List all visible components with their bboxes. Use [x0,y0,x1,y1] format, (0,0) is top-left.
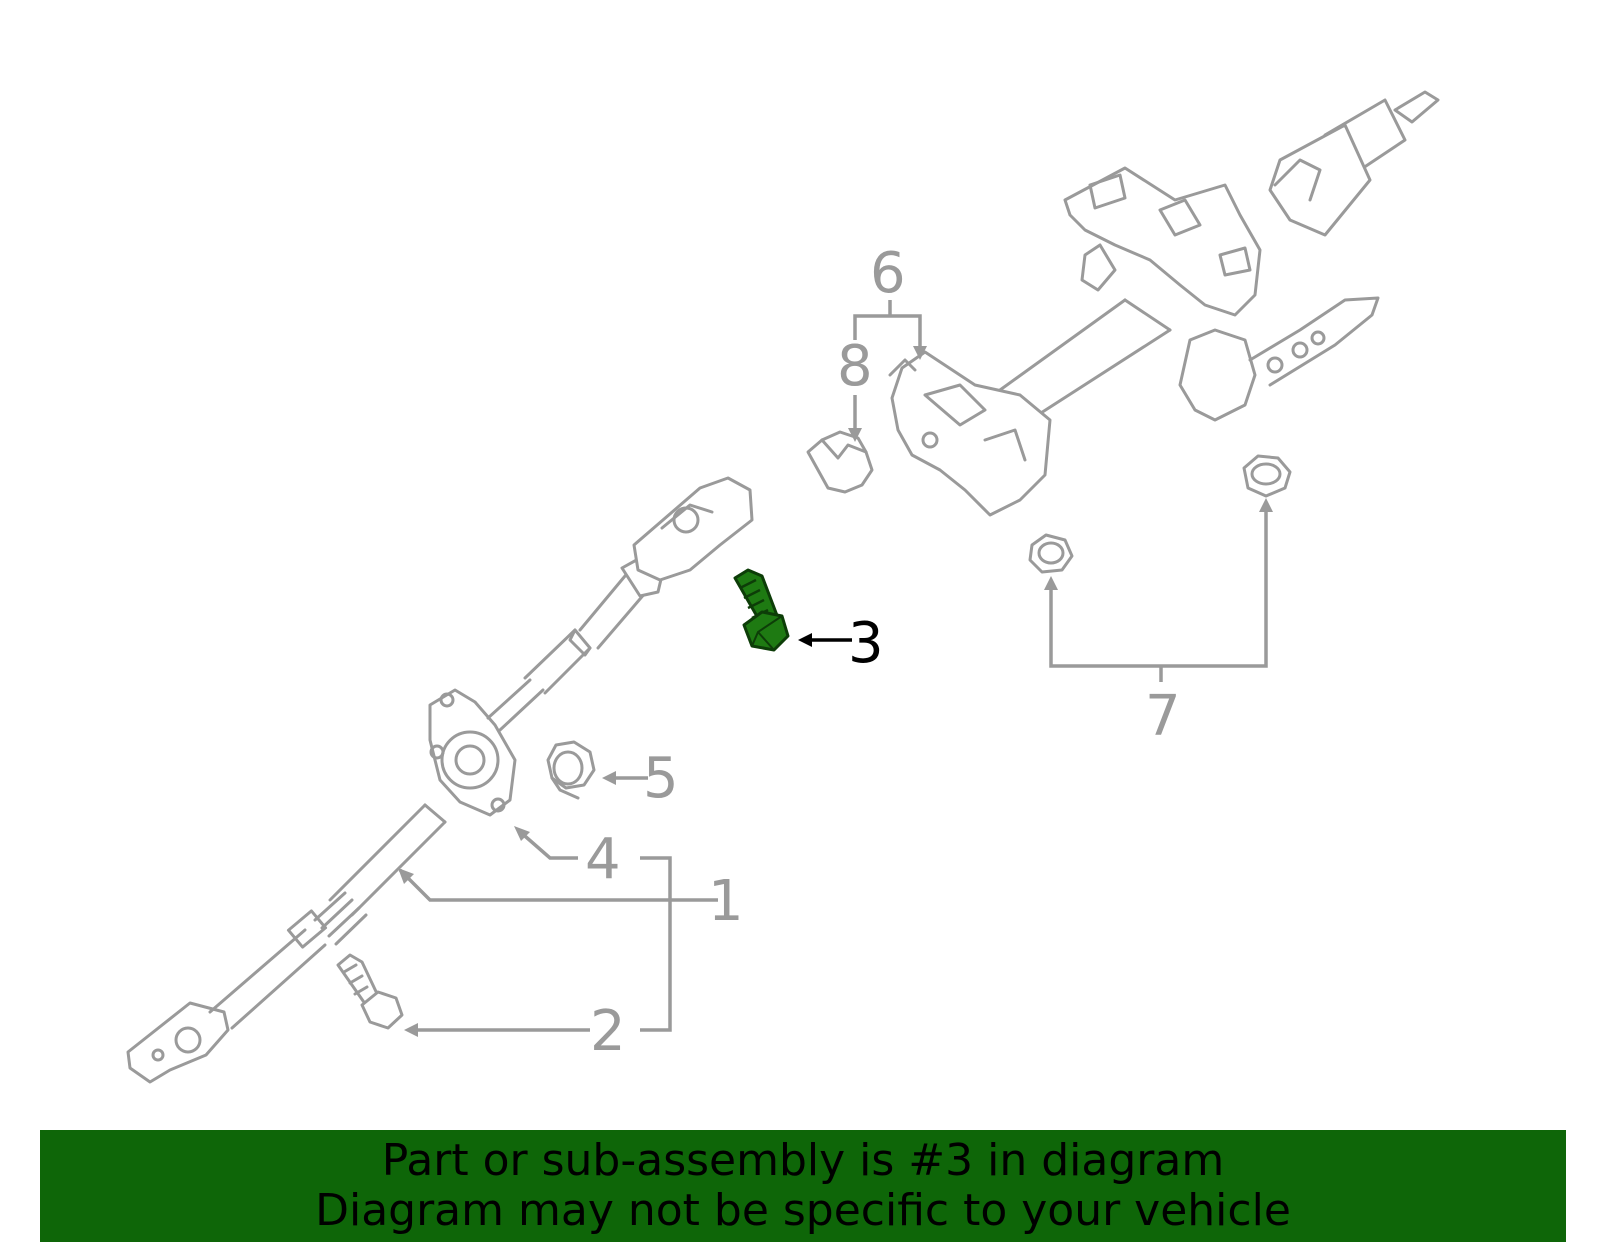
part-8-clip[interactable] [806,430,874,494]
part-1-intermediate-shaft[interactable] [126,476,754,1084]
callout-7: 7 [1145,684,1181,749]
leader-lines [398,300,1273,1037]
callout-8: 8 [837,334,873,399]
parts-diagram: 1 2 3 4 5 6 7 8 [126,90,1440,1084]
callout-6: 6 [870,241,906,306]
callout-2: 2 [590,999,626,1064]
part-7-nut-left[interactable] [1028,533,1074,574]
part-2-bolt[interactable] [336,953,404,1030]
callout-1: 1 [708,869,744,934]
callout-3: 3 [848,611,884,676]
part-3-bolt-highlighted[interactable] [733,568,790,652]
callout-4: 4 [585,827,621,892]
callout-labels: 1 2 3 4 5 6 7 8 [585,241,1181,1064]
banner-line-2: Diagram may not be specific to your vehi… [315,1185,1291,1236]
part-6-steering-column[interactable] [888,90,1440,517]
info-banner: Part or sub-assembly is #3 in diagram Di… [40,1130,1566,1242]
part-5-nut[interactable] [546,740,596,800]
part-7-nut-right[interactable] [1242,454,1292,498]
banner-line-1: Part or sub-assembly is #3 in diagram [381,1135,1225,1186]
callout-5: 5 [643,746,679,811]
